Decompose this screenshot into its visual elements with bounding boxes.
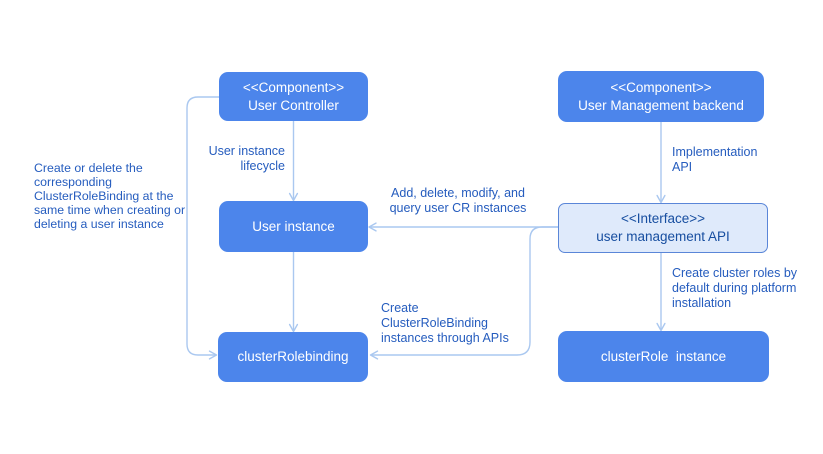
stereotype-label: <<Interface>> (620, 211, 706, 226)
edge-backend-to-api (656, 121, 666, 204)
arrowhead-down-icon (656, 194, 666, 204)
node-label: User instance (252, 218, 335, 234)
edge-api-to-clusterrole-instance (656, 251, 666, 332)
node-cluster-rolebinding: clusterRolebinding (218, 332, 368, 382)
arrowhead-right-icon (208, 350, 218, 360)
edge-label-create-clusterrolebinding: Create ClusterRoleBinding instances thro… (381, 301, 509, 345)
edge-label-add-delete-modify-query: Add, delete, modify, and query user CR i… (389, 186, 527, 215)
edge-label-create-cluster-roles: Create cluster roles by default during p… (672, 266, 798, 310)
node-cluster-role-instance: clusterRole instance (558, 331, 769, 382)
node-label: User Management backend (578, 97, 744, 113)
node-label: user management API (596, 229, 730, 244)
arrowhead-down-icon (288, 323, 299, 333)
edge-user-instance-to-clusterrolebinding (288, 251, 299, 333)
edge-controller-to-user-instance (288, 120, 299, 202)
arrowhead-left-icon (369, 350, 379, 360)
node-label: User Controller (248, 97, 339, 113)
node-user-management-backend: <<Component>> User Management backend (558, 71, 764, 122)
stereotype-label: <<Component>> (242, 79, 345, 95)
arrowhead-down-icon (656, 322, 666, 332)
edge-api-to-user-instance (368, 222, 559, 232)
edge-label-user-instance-lifecycle: User instance lifecycle (208, 144, 285, 173)
node-user-instance: User instance (219, 201, 368, 252)
arrowhead-down-icon (288, 192, 299, 202)
node-label: clusterRole instance (600, 348, 727, 364)
annotation-create-or-delete-crb: Create or delete the corresponding Clust… (34, 161, 186, 231)
node-user-management-api: <<Interface>> user management API (558, 203, 768, 253)
node-user-controller: <<Component>> User Controller (219, 72, 368, 121)
arrowhead-left-icon (368, 222, 377, 232)
stereotype-label: <<Component>> (610, 79, 712, 95)
node-label: clusterRolebinding (237, 349, 349, 364)
edge-label-implementation-api: Implementation API (672, 145, 758, 174)
